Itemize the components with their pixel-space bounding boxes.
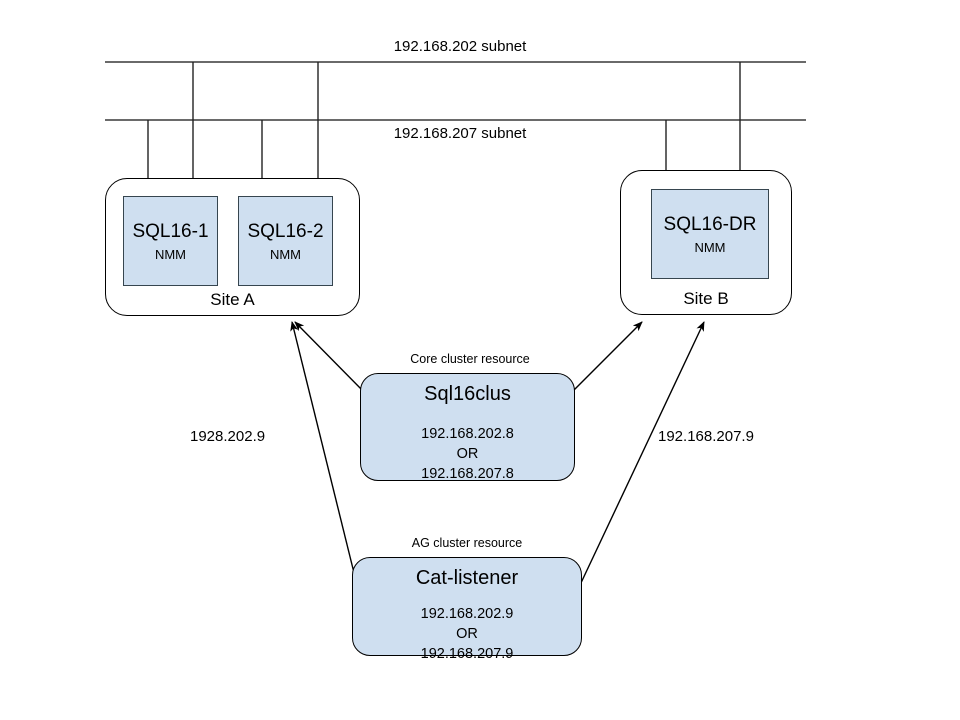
resource-caption-core-cluster: Core cluster resource bbox=[410, 352, 530, 366]
resource-box-ag-cluster[interactable]: Cat-listener 192.168.202.9 OR 192.168.20… bbox=[352, 557, 582, 662]
site-container-site-b[interactable]: SQL16-DR NMM Site B bbox=[620, 170, 792, 315]
site-label-site-a: Site A bbox=[210, 290, 255, 309]
resource-ip-primary-core: 192.168.202.8 bbox=[421, 426, 514, 442]
edge-ag-to-site-b bbox=[579, 321, 705, 586]
server-name-sql16-2: SQL16-2 bbox=[247, 220, 324, 242]
edge-ag-to-site-a bbox=[290, 321, 358, 586]
server-agent-sql16-2: NMM bbox=[269, 246, 302, 262]
server-node-sql16-2[interactable]: SQL16-2 NMM bbox=[238, 196, 333, 286]
edge-label-right: 192.168.207.9 bbox=[658, 428, 754, 445]
server-name-sql16-1: SQL16-1 bbox=[132, 220, 209, 242]
resource-ips-core-cluster: 192.168.202.8 OR 192.168.207.8 bbox=[361, 424, 574, 484]
resource-caption-ag-cluster: AG cluster resource bbox=[411, 536, 523, 550]
resource-ip-secondary-core: 192.168.207.8 bbox=[421, 466, 514, 482]
subnet-label-202: 192.168.202 subnet bbox=[393, 38, 527, 55]
edge-core-to-site-b bbox=[569, 321, 643, 395]
resource-ip-separator-ag: OR bbox=[456, 626, 478, 642]
resource-ip-primary-ag: 192.168.202.9 bbox=[420, 606, 514, 622]
edge-core-to-site-a bbox=[294, 321, 367, 395]
subnet-label-207: 192.168.207 subnet bbox=[393, 125, 527, 142]
resource-name-sql16clus: Sql16clus bbox=[424, 383, 511, 405]
server-agent-sql16-dr: NMM bbox=[694, 239, 726, 255]
resource-name-cat-listener: Cat-listener bbox=[415, 567, 519, 589]
server-node-sql16-dr[interactable]: SQL16-DR NMM bbox=[651, 189, 769, 279]
resource-ip-separator-core: OR bbox=[456, 446, 479, 462]
resource-ip-secondary-ag: 192.168.207.9 bbox=[420, 646, 514, 662]
site-label-site-b: Site B bbox=[683, 289, 729, 308]
edge-label-left: 1928.202.9 bbox=[190, 428, 266, 445]
server-name-sql16-dr: SQL16-DR bbox=[663, 213, 757, 235]
server-node-sql16-1[interactable]: SQL16-1 NMM bbox=[123, 196, 218, 286]
resource-box-core-cluster[interactable]: Sql16clus 192.168.202.8 OR 192.168.207.8 bbox=[360, 373, 575, 484]
site-container-site-a[interactable]: SQL16-1 NMM SQL16-2 NMM Site A bbox=[105, 178, 360, 316]
resource-ips-ag-cluster: 192.168.202.9 OR 192.168.207.9 bbox=[353, 604, 581, 664]
server-agent-sql16-1: NMM bbox=[154, 246, 187, 262]
